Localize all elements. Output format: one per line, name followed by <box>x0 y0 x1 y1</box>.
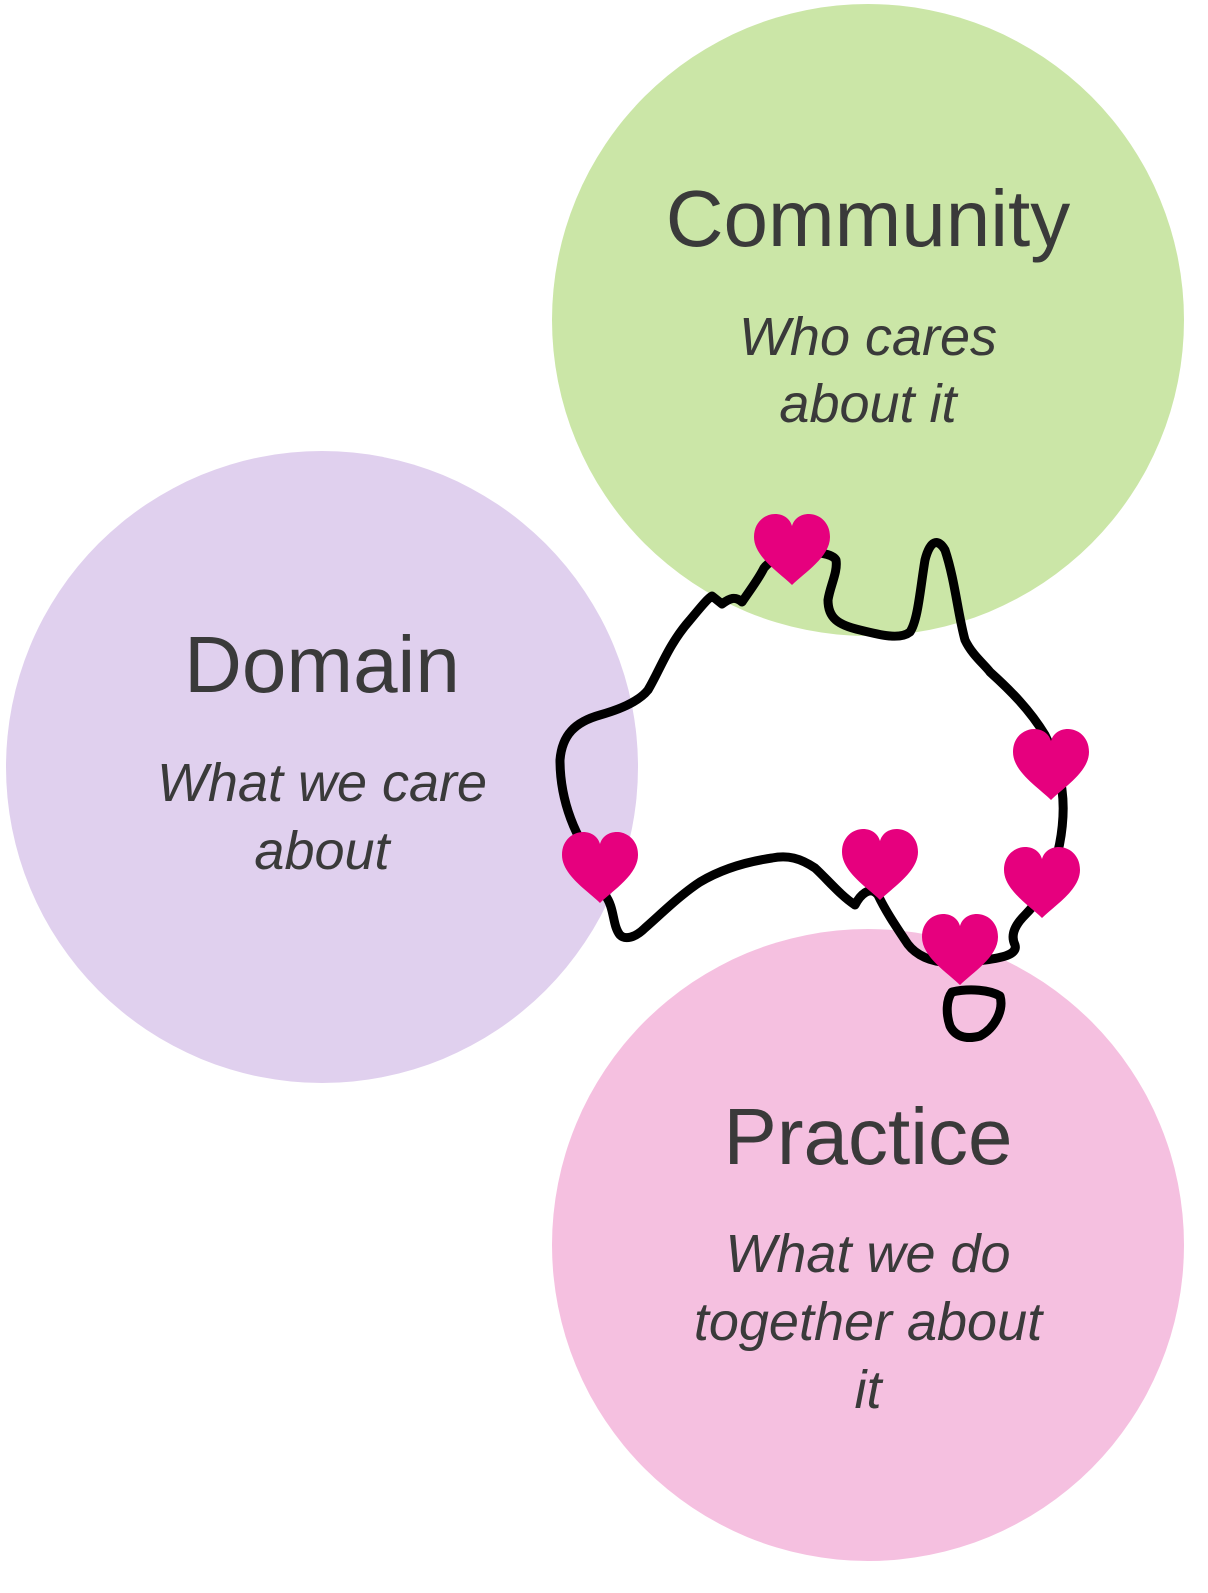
hearts <box>562 514 1089 985</box>
community-subtitle-line-1: Who cares <box>739 307 997 367</box>
heart-icon <box>1004 847 1080 918</box>
practice-title: Practice <box>724 1092 1013 1181</box>
community-title: Community <box>666 174 1071 263</box>
tasmania-outline <box>942 985 1006 1043</box>
heart-icon <box>754 514 830 585</box>
community-circle <box>552 4 1184 636</box>
domain-subtitle-line-1: What we care <box>157 753 487 813</box>
australia-outline <box>555 538 1068 1043</box>
domain-title: Domain <box>184 620 460 709</box>
practice-subtitle-line-3: it <box>855 1360 884 1420</box>
mainland-outline <box>555 538 1068 968</box>
heart-icon <box>562 832 638 903</box>
heart-icon <box>1013 729 1089 800</box>
practice-subtitle-line-2: together about <box>694 1292 1044 1352</box>
practice-circle <box>552 929 1184 1561</box>
practice-subtitle-line-1: What we do <box>725 1224 1010 1284</box>
heart-icon <box>842 829 918 900</box>
domain-subtitle-line-2: about <box>254 821 391 881</box>
community-subtitle-line-2: about it <box>779 374 958 434</box>
heart-icon <box>922 914 998 985</box>
domain-circle <box>6 451 638 1083</box>
